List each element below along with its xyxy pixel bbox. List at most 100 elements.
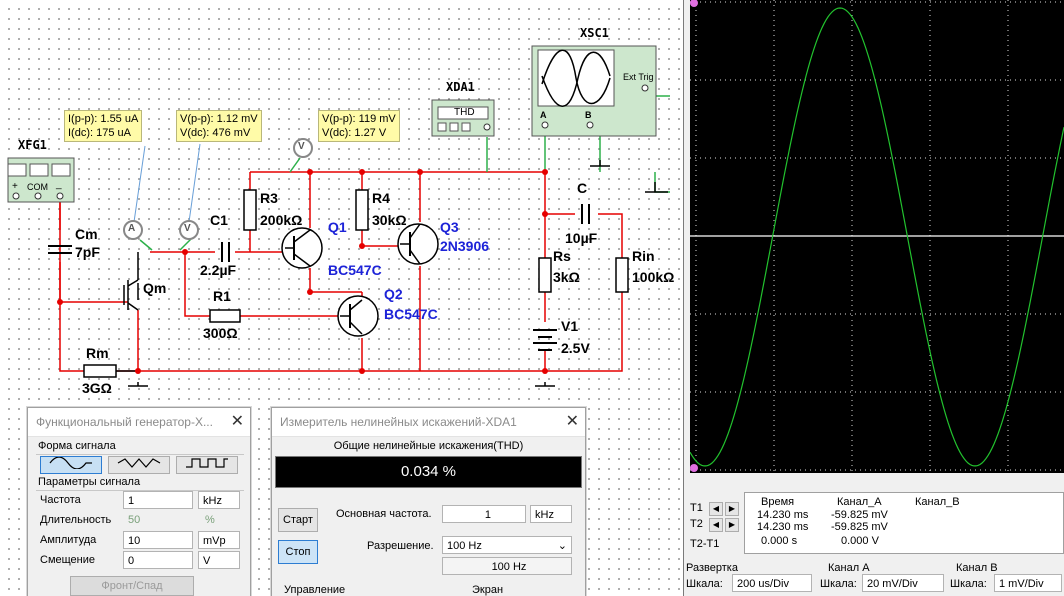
close-icon[interactable]: ✕	[230, 413, 244, 430]
sine-wave-icon	[49, 456, 92, 470]
xsc1-label: XSC1	[580, 26, 609, 40]
t1-label: T1	[690, 502, 703, 514]
t2-channel-a-value: -59.825 mV	[831, 521, 888, 533]
timebase-scale-label: Шкала:	[686, 578, 723, 590]
triangle-wave-button[interactable]	[108, 456, 170, 474]
q1-name: Q1	[328, 219, 347, 235]
current-probe-pp: I(p-p): 1.55 uA	[68, 113, 139, 125]
c1-name: C1	[210, 212, 228, 228]
com-label: COM	[27, 182, 48, 192]
screen-group-label: Экран	[472, 584, 504, 596]
waveform-trace	[689, 7, 1064, 467]
thd-header: Общие нелинейные искажения(THD)	[333, 440, 524, 452]
c-capacitor	[581, 204, 590, 224]
t1-channel-a-value: -59.825 mV	[831, 509, 888, 521]
voltage-probe-2-dc: V(dc): 1.27 V	[322, 127, 387, 139]
oscilloscope-grid	[689, 0, 1064, 473]
current-probe-symbol[interactable]: A	[128, 223, 136, 234]
timebase-scale-input[interactable]: 200 us/Div	[732, 574, 812, 592]
current-probe-readout[interactable]: I(p-p): 1.55 uA I(dc): 175 uA	[64, 110, 143, 142]
r3-name: R3	[260, 190, 278, 206]
stop-button[interactable]: Стоп	[278, 540, 318, 564]
r1-resistor	[209, 309, 241, 323]
r1-name: R1	[213, 288, 231, 304]
amplitude-unit[interactable]: mVp	[198, 531, 240, 549]
schematic-canvas[interactable]: XFG1 XDA1 XSC1 THD Ext Trig A B COM + _ …	[0, 0, 683, 596]
plus-terminal-label: +	[12, 181, 18, 192]
circuit-diagram	[7, 45, 670, 387]
q2-transistor	[337, 295, 379, 337]
voltage-probe-1-dc: V(dc): 476 mV	[180, 127, 251, 139]
t2-t1-label: T2-T1	[690, 538, 720, 550]
voltage-probe-1-symbol[interactable]: V	[184, 223, 191, 234]
t2-right-arrow[interactable]: ▶	[725, 518, 739, 532]
duty-cycle-unit: %	[205, 514, 215, 526]
funcgen-titlebar[interactable]: Функциональный генератор-X... ✕	[28, 408, 250, 437]
cursor-readout-table: Время Канал_A Канал_B 14.230 ms -59.825 …	[744, 492, 1064, 554]
voltage-probe-2-symbol[interactable]: V	[298, 141, 305, 152]
fundamental-freq-label: Основная частота.	[336, 508, 432, 520]
distortion-analyzer-window[interactable]: Измеритель нелинейных искажений-XDA1 ✕ О…	[271, 407, 586, 596]
cursor-t2-marker	[690, 464, 698, 472]
voltage-probe-2-readout[interactable]: V(p-p): 119 mV V(dc): 1.27 V	[318, 110, 400, 142]
channel-a-scale-label: Шкала:	[820, 578, 857, 590]
square-wave-button[interactable]	[176, 456, 238, 474]
rm-value: 3GΩ	[82, 380, 112, 396]
rs-resistor	[538, 257, 552, 293]
voltage-probe-1-pp: V(p-p): 1.12 mV	[180, 113, 258, 125]
function-generator-window[interactable]: Функциональный генератор-X... ✕ Форма си…	[27, 407, 251, 596]
front-edge-button[interactable]: Фронт/Спад	[70, 576, 194, 596]
start-button[interactable]: Старт	[278, 508, 318, 532]
resolution-display: 100 Hz	[442, 557, 572, 575]
params-label: Параметры сигнала	[38, 476, 141, 488]
rm-name: Rm	[86, 345, 109, 361]
q2-model: BC547C	[384, 306, 438, 322]
probe-leaders	[133, 143, 201, 223]
t2-left-arrow[interactable]: ◀	[709, 518, 723, 532]
fundamental-freq-unit[interactable]: kHz	[530, 505, 572, 523]
timebase-label: Развертка	[686, 562, 738, 574]
q1-transistor	[281, 227, 323, 269]
frequency-unit[interactable]: kHz	[198, 491, 240, 509]
r3-value: 200kΩ	[260, 212, 303, 228]
q3-name: Q3	[440, 219, 459, 235]
offset-input[interactable]: 0	[123, 551, 193, 569]
duty-cycle-label: Длительность	[40, 514, 112, 526]
minus-terminal-label: _	[56, 179, 62, 190]
col-time-header: Время	[761, 496, 795, 508]
rs-name: Rs	[553, 248, 571, 264]
sine-wave-button[interactable]	[40, 456, 102, 474]
funcgen-title: Функциональный генератор-X...	[36, 415, 213, 429]
t2-time-value: 14.230 ms	[757, 521, 809, 533]
thd-display: 0.034 %	[275, 456, 582, 488]
t1-left-arrow[interactable]: ◀	[709, 502, 723, 516]
v1-battery	[533, 329, 557, 351]
qm-name: Qm	[143, 280, 167, 296]
distortion-titlebar[interactable]: Измеритель нелинейных искажений-XDA1 ✕	[272, 408, 585, 437]
q2-name: Q2	[384, 286, 403, 302]
frequency-input[interactable]: 1	[123, 491, 193, 509]
channel-a-label: A	[540, 110, 547, 120]
close-icon[interactable]: ✕	[565, 413, 579, 430]
xfg1-instrument	[7, 157, 75, 203]
v1-value: 2.5V	[561, 340, 590, 356]
qm-transistor	[123, 252, 139, 311]
resolution-select[interactable]: 100 Hz ⌄	[442, 536, 572, 554]
triangle-wave-icon	[117, 458, 161, 468]
t2-label: T2	[690, 518, 703, 530]
fundamental-freq-input[interactable]: 1	[442, 505, 526, 523]
current-probe-dc: I(dc): 175 uA	[68, 127, 131, 139]
q3-transistor	[397, 223, 439, 265]
cursor-t1-marker	[690, 0, 698, 7]
t1-right-arrow[interactable]: ▶	[725, 502, 739, 516]
channel-a-scale-input[interactable]: 20 mV/Div	[862, 574, 944, 592]
channel-b-scale-input[interactable]: 1 mV/Div	[994, 574, 1062, 592]
distortion-title: Измеритель нелинейных искажений-XDA1	[280, 415, 517, 429]
c-name: C	[577, 180, 588, 196]
voltage-probe-1-readout[interactable]: V(p-p): 1.12 mV V(dc): 476 mV	[176, 110, 262, 142]
offset-unit[interactable]: V	[198, 551, 240, 569]
oscilloscope-screen[interactable]	[689, 0, 1064, 473]
amplitude-input[interactable]: 10	[123, 531, 193, 549]
channel-b-label: B	[585, 110, 592, 120]
resolution-label: Разрешение.	[367, 540, 434, 552]
